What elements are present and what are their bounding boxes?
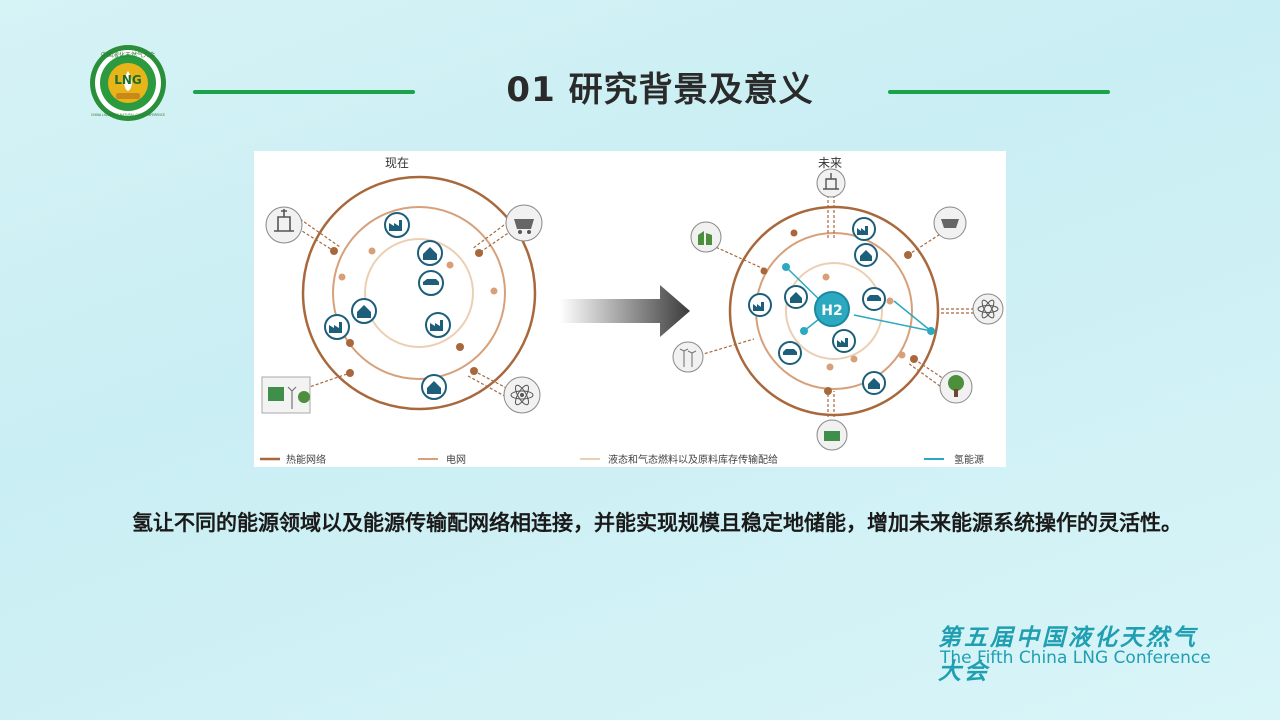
factory-icon — [832, 329, 856, 353]
oil-rig-icon — [265, 206, 303, 244]
oil-rig-icon — [816, 168, 846, 198]
chart-icon — [690, 221, 722, 253]
logo-text: LNG — [114, 73, 142, 87]
atom-icon — [503, 376, 541, 414]
mine-cart-icon — [505, 204, 543, 242]
car-icon — [862, 287, 886, 311]
house-icon — [417, 240, 443, 266]
energy-network-diagram: 现在 — [254, 151, 1006, 467]
factory-icon — [384, 212, 410, 238]
mine-cart-icon — [933, 206, 967, 240]
legend-power-grid: 电网 — [446, 453, 466, 466]
car-icon — [778, 341, 802, 365]
solar-wind-icon — [261, 376, 311, 414]
atom-icon — [972, 293, 1004, 325]
factory-icon — [852, 217, 876, 241]
tree-icon — [939, 370, 973, 404]
logo-ring-text: 中国液化天然气大会 — [101, 51, 155, 59]
house-icon — [784, 285, 808, 309]
house-icon — [862, 371, 886, 395]
factory-icon — [748, 293, 772, 317]
legend-hydrogen: 氢能源 — [954, 453, 984, 466]
hydrogen-icon: H2 — [814, 291, 850, 327]
factory-icon — [425, 312, 451, 338]
left-diagram-title: 现在 — [385, 156, 409, 170]
diagram-legend: 热能网络 电网 液态和气态燃料以及原料库存传输配给 氢能源 — [260, 453, 984, 466]
title-rule-right — [888, 90, 1110, 94]
conference-name-cn: 第五届中国液化天然气大会 — [938, 624, 1198, 685]
present-network — [261, 175, 543, 414]
factory-icon — [324, 314, 350, 340]
right-diagram-title: 未来 — [818, 156, 842, 170]
house-icon — [421, 374, 447, 400]
body-paragraph: 氢让不同的能源领域以及能源传输配网络相连接，并能实现规模且稳定地储能，增加未来能… — [132, 511, 1182, 535]
title-rule-left — [193, 90, 415, 94]
house-icon — [351, 298, 377, 324]
hydrogen-label: H2 — [821, 303, 842, 319]
future-network: H2 — [672, 168, 1004, 451]
transition-arrow — [560, 285, 690, 337]
legend-fuel-distribution: 液态和气态燃料以及原料库存传输配给 — [608, 453, 778, 466]
conference-name-en: The Fifth China LNG Conference — [940, 648, 1211, 668]
legend-heat-network: 热能网络 — [286, 453, 326, 466]
page-title: 01 研究背景及意义 — [506, 70, 814, 110]
solar-wind-icon — [816, 419, 848, 451]
car-icon — [418, 270, 444, 296]
house-icon — [854, 243, 878, 267]
wind-turbine-icon — [672, 341, 704, 373]
logo-ring-text-en: CHINA LIQUEFIED NATURAL GAS CONFERENCE — [91, 113, 165, 117]
conference-logo: LNG 中国液化天然气大会 CHINA LIQUEFIED NATURAL GA… — [84, 43, 172, 123]
